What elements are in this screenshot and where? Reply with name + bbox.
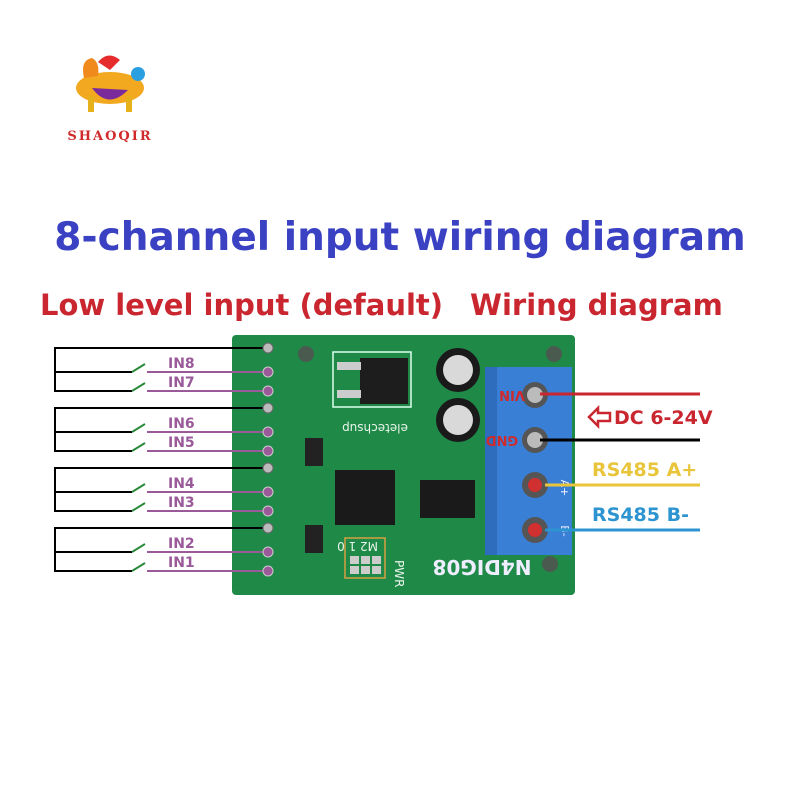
common-wire: [54, 347, 268, 392]
switch-icon: [131, 363, 146, 373]
power-label: DC 6-24V: [614, 407, 713, 429]
input-label: IN7: [168, 375, 195, 391]
board-model: N4DIG08: [433, 555, 532, 579]
subtitle-right: Wiring diagram: [470, 288, 723, 322]
switch-icon: [131, 423, 146, 433]
pin: [262, 565, 274, 577]
pin: [262, 445, 274, 457]
switch-icon: [131, 562, 146, 572]
board-maker: eletechsup: [342, 421, 408, 435]
brand-name: SHAOQIR: [67, 129, 152, 144]
switch-icon: [131, 382, 146, 392]
common-wire: [54, 527, 268, 572]
subtitle-left: Low level input (default): [40, 288, 443, 322]
pin: [262, 546, 274, 558]
pin: [262, 426, 274, 438]
terminal-a: A+: [558, 480, 571, 497]
pin: [262, 462, 274, 474]
pin: [262, 505, 274, 517]
terminal-block: VIN GND A+ B-: [485, 367, 572, 555]
input-label: IN2: [168, 536, 195, 552]
input-label: IN3: [168, 495, 195, 511]
input-label: IN6: [168, 416, 195, 432]
arrow-left-icon: [587, 404, 612, 430]
common-wire: [54, 407, 268, 452]
switch-icon: [131, 543, 146, 553]
terminal-gnd: GND: [486, 432, 519, 447]
common-wire: [54, 467, 268, 512]
switch-icon: [131, 483, 146, 493]
pin: [262, 522, 274, 534]
switch-icon: [131, 442, 146, 452]
pwr-label: PWR: [392, 560, 406, 587]
pin: [262, 385, 274, 397]
input-label: IN8: [168, 356, 195, 372]
rs485-a-label: RS485 A+: [592, 459, 697, 481]
pin: [262, 366, 274, 378]
pin: [262, 402, 274, 414]
jumper-label: M2 1 0: [337, 539, 378, 553]
pin: [262, 486, 274, 498]
brand-logo: SHAOQIR: [67, 55, 152, 144]
rs485-b-label: RS485 B-: [592, 504, 689, 526]
input-label: IN5: [168, 435, 195, 451]
switch-icon: [131, 502, 146, 512]
input-label: IN1: [168, 555, 195, 571]
page-title: 8-channel input wiring diagram: [54, 215, 745, 260]
input-label: IN4: [168, 476, 195, 492]
pin: [262, 342, 274, 354]
terminal-vin: VIN: [499, 387, 525, 402]
